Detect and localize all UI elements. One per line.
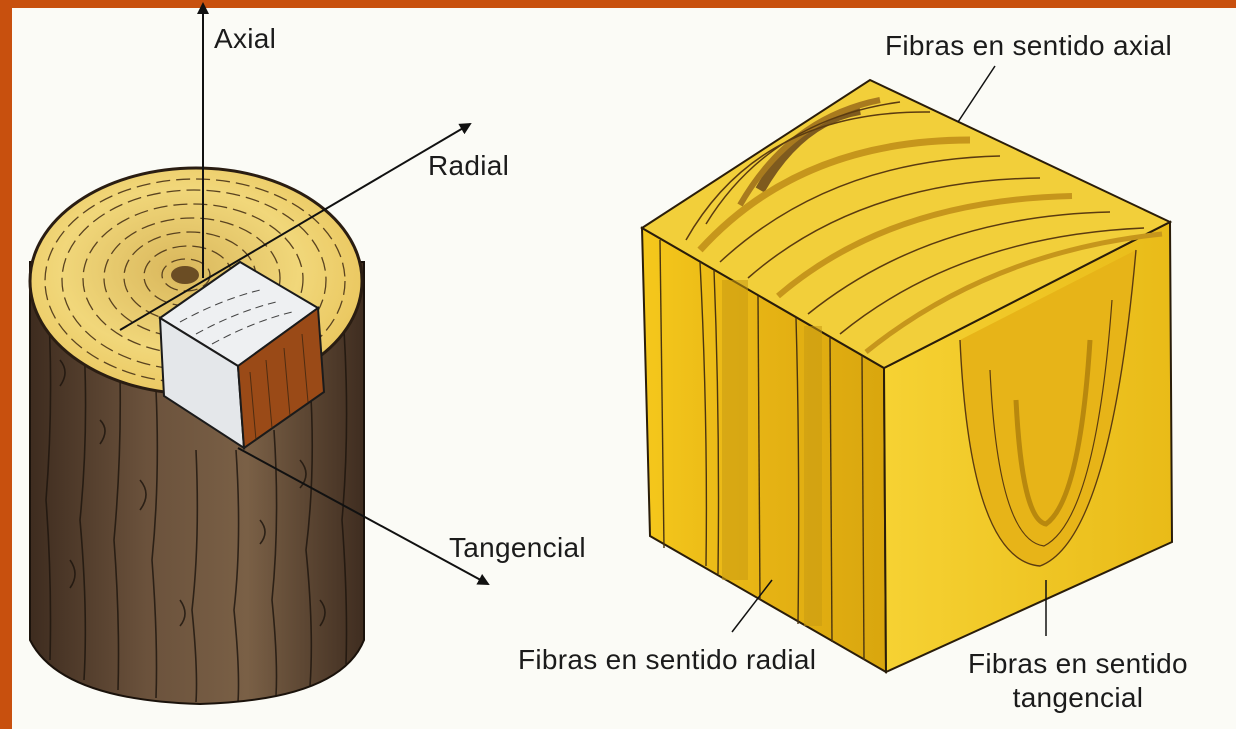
label-radial: Radial bbox=[428, 151, 509, 181]
log-pith bbox=[171, 266, 199, 284]
label-fibras-tangencial-line1: Fibras en sentido bbox=[968, 647, 1188, 681]
label-fibras-tangencial: Fibras en sentido tangencial bbox=[968, 647, 1188, 715]
label-axial: Axial bbox=[214, 24, 276, 54]
label-fibras-tangencial-line2: tangencial bbox=[968, 681, 1188, 715]
label-fibras-radial: Fibras en sentido radial bbox=[518, 645, 816, 675]
label-fibras-axial: Fibras en sentido axial bbox=[885, 31, 1172, 61]
label-tangencial: Tangencial bbox=[449, 533, 586, 563]
